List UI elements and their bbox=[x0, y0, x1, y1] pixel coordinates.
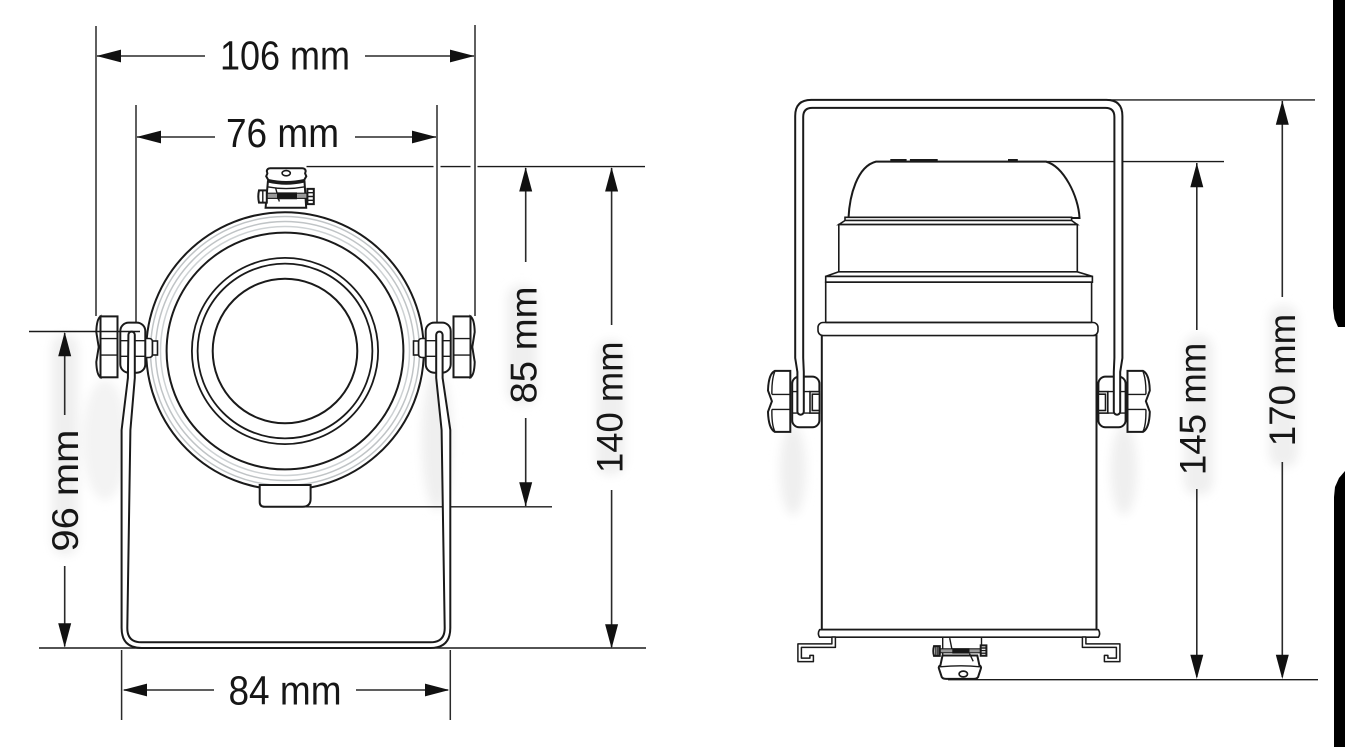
svg-text:96 mm: 96 mm bbox=[45, 430, 86, 552]
svg-text:76 mm: 76 mm bbox=[226, 110, 339, 156]
svg-text:84 mm: 84 mm bbox=[229, 668, 342, 714]
svg-text:170 mm: 170 mm bbox=[1262, 314, 1303, 446]
svg-text:140 mm: 140 mm bbox=[590, 341, 631, 473]
svg-text:145 mm: 145 mm bbox=[1173, 343, 1214, 476]
svg-text:106 mm: 106 mm bbox=[220, 33, 350, 79]
svg-text:85 mm: 85 mm bbox=[504, 287, 545, 404]
